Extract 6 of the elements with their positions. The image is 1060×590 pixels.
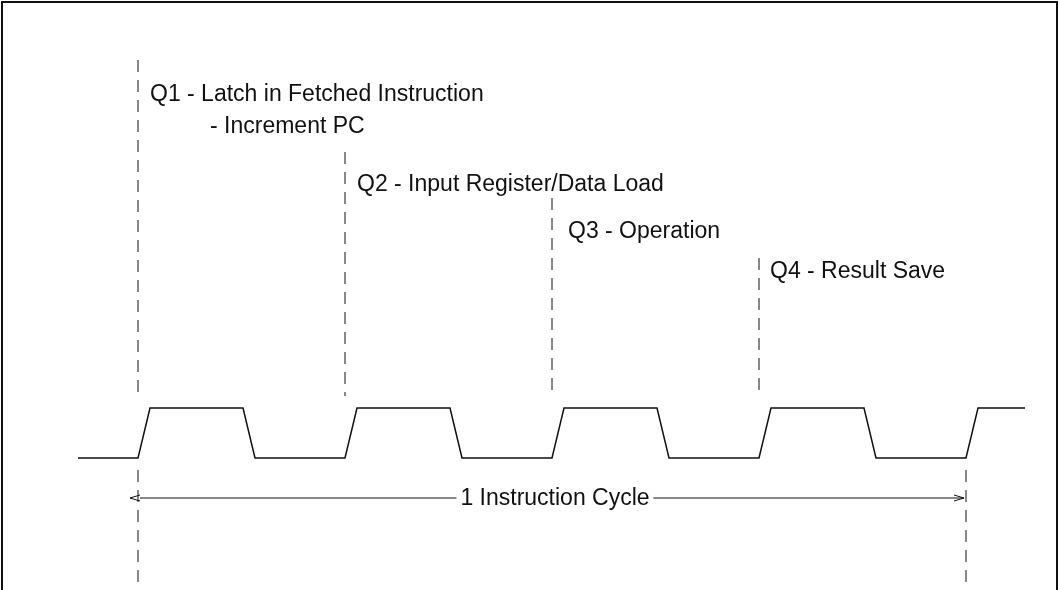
phase-label: Q2 - Input Register/Data Load [357, 172, 664, 195]
phase-label: Q3 - Operation [568, 219, 721, 242]
dimension-label: 1 Instruction Cycle [456, 486, 654, 509]
phase-label: Q4 - Result Save [770, 259, 946, 282]
phase-label: - Increment PC [210, 114, 365, 137]
phase-label: Q1 - Latch in Fetched Instruction [150, 82, 484, 105]
